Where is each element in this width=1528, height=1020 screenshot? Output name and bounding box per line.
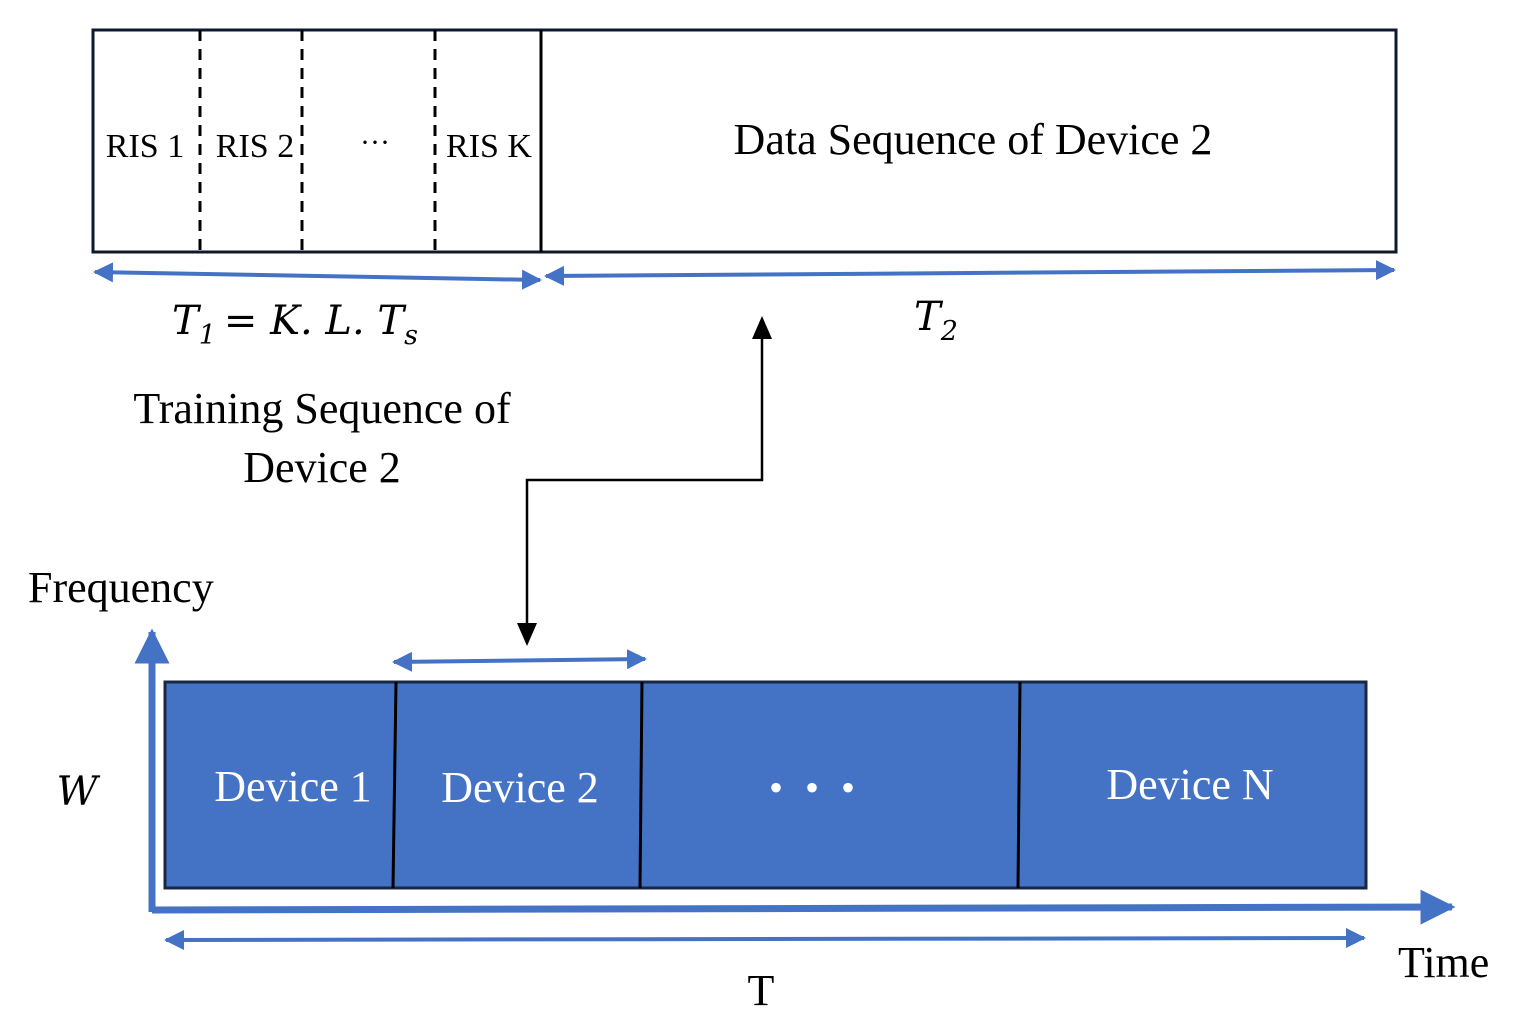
zoom-connector-line <box>525 325 764 633</box>
device-2-width-arrow <box>392 649 647 672</box>
frequency-axis-label: Frequency <box>28 563 214 612</box>
device-divider-1 <box>391 681 398 889</box>
device-ellipsis-label: • • • <box>769 765 861 810</box>
device-divider-2 <box>638 681 644 889</box>
ris-ellipsis-label: ··· <box>360 126 390 159</box>
device-frame <box>163 680 1368 890</box>
training-sequence-line1: Training Sequence of <box>133 384 511 433</box>
top-frame: RIS 1 RIS 2 ··· RIS K Data Sequence of D… <box>91 28 1398 254</box>
device-2-label: Device 2 <box>441 763 599 812</box>
device-n-label: Device N <box>1106 760 1273 809</box>
training-sequence-line2: Device 2 <box>243 443 401 492</box>
device-slots: Device 1 Device 2 • • • Device N <box>163 680 1368 890</box>
connector-arrowhead-up <box>752 316 772 339</box>
t1-duration-arrow <box>93 262 542 290</box>
ris-1-label: RIS 1 <box>106 128 184 165</box>
period-arrow <box>164 928 1366 950</box>
t2-label: T2 <box>914 294 958 347</box>
device-1-label: Device 1 <box>214 762 372 811</box>
ris-2-label: RIS 2 <box>216 128 294 165</box>
device-divider-3 <box>1016 681 1022 889</box>
ris-k-label: RIS K <box>446 128 532 165</box>
data-sequence-label: Data Sequence of Device 2 <box>734 115 1213 164</box>
frame-outline <box>91 28 1398 254</box>
time-axis-label: Time <box>1398 938 1489 987</box>
t2-duration-arrow <box>544 260 1396 286</box>
period-label: T <box>748 966 775 1015</box>
connector-arrowhead-down <box>517 623 537 646</box>
t1-formula: T1= K. L. Ts <box>172 298 418 351</box>
bandwidth-label: W <box>56 769 100 815</box>
time-axis <box>151 889 1456 925</box>
